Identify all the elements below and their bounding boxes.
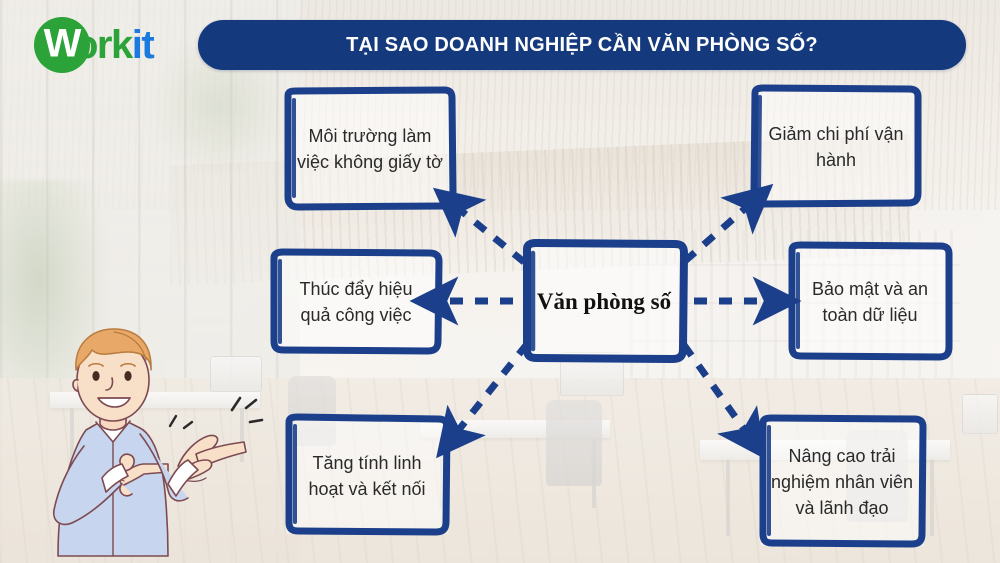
node-paperless-label: Môi trường làm việc không giấy tờ: [297, 125, 443, 172]
node-security[interactable]: Bảo mật và an toàn dữ liệu: [788, 241, 953, 361]
title-banner: TẠI SAO DOANH NGHIỆP CẦN VĂN PHÒNG SỐ?: [198, 20, 966, 70]
logo-circle-icon: W: [34, 17, 90, 73]
background-chair: [846, 430, 908, 522]
node-cost-label: Giảm chi phí vận hành: [768, 123, 904, 170]
node-efficiency[interactable]: Thúc đẩy hiệu quả công việc: [270, 248, 443, 355]
node-efficiency-label: Thúc đẩy hiệu quả công việc: [299, 278, 413, 325]
background-desk-leg: [726, 460, 730, 536]
page-title: TẠI SAO DOANH NGHIỆP CẦN VĂN PHÒNG SỐ?: [346, 33, 818, 56]
logo-w-letter: W: [43, 21, 82, 66]
node-flexibility[interactable]: Tăng tính linh hoạt và kết nối: [285, 413, 451, 536]
node-frame-icon: [285, 413, 451, 536]
background-desk-leg: [70, 408, 74, 462]
background-desk-leg: [440, 438, 444, 508]
node-fill: [762, 420, 922, 544]
node-fill: [288, 92, 452, 206]
node-fill: [754, 90, 918, 204]
node-paperless[interactable]: Môi trường làm việc không giấy tờ: [284, 86, 457, 211]
node-cost[interactable]: Giảm chi phí vận hành: [750, 84, 922, 208]
node-center-label: Văn phòng số: [536, 288, 672, 314]
node-frame-icon: [270, 248, 443, 355]
background-chair: [546, 400, 602, 486]
node-security-label: Bảo mật và an toàn dữ liệu: [811, 278, 929, 325]
background-desk-leg: [930, 460, 934, 536]
node-frame-icon: [759, 414, 927, 548]
background-monitor: [210, 356, 262, 392]
node-fill: [792, 247, 948, 357]
node-experience-label: Nâng cao trải nghiệm nhân viên và lãnh đ…: [770, 445, 914, 519]
background-monitor: [962, 394, 998, 434]
character-illustration: [52, 328, 264, 557]
logo-wordmark-blue: it: [131, 23, 155, 67]
node-experience[interactable]: Nâng cao trải nghiệm nhân viên và lãnh đ…: [759, 414, 927, 548]
node-fill: [526, 245, 682, 359]
node-flexibility-label: Tăng tính linh hoạt và kết nối: [308, 452, 426, 499]
node-center[interactable]: Văn phòng số: [523, 239, 688, 363]
brand-logo[interactable]: W orkit: [34, 16, 194, 74]
node-fill: [288, 420, 446, 532]
background-desk-leg: [240, 408, 244, 462]
